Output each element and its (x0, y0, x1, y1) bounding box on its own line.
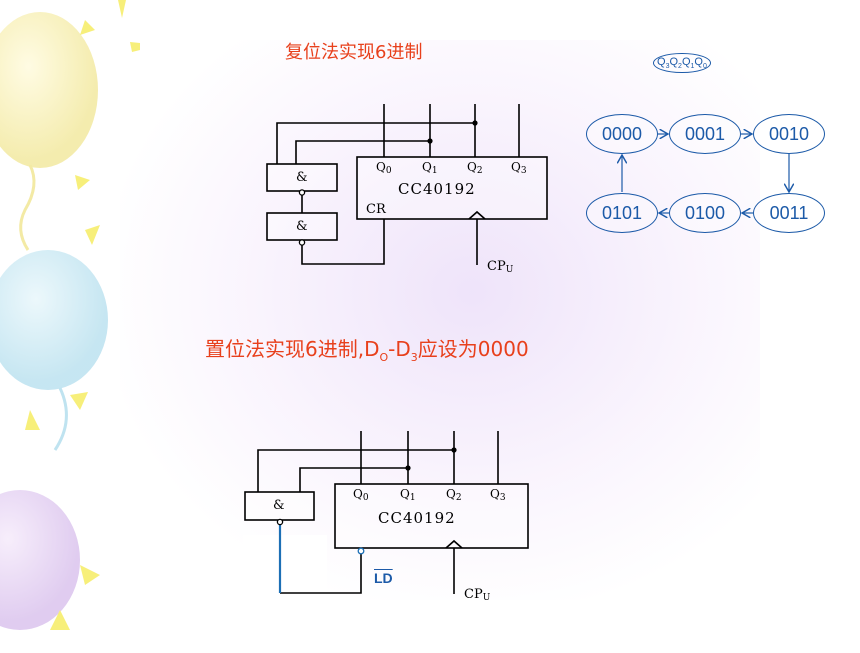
white-patch (243, 535, 327, 595)
chip-label-bottom: CC40192 (378, 509, 456, 527)
preset-method-title: 置位法实现6进制,DO-D3应设为0000 (205, 337, 529, 364)
balloon-yellow (0, 12, 98, 168)
cp-label-bottom: CPU (464, 587, 491, 603)
q3-label-bottom: Q3 (490, 487, 506, 503)
q1-label-top: Q1 (422, 160, 438, 176)
reset-method-title: 复位法实现6进制 (285, 42, 423, 63)
q0-label-bottom: Q0 (353, 487, 369, 503)
balloon-purple (0, 490, 80, 630)
q2-label-bottom: Q2 (446, 487, 462, 503)
gate2-label: & (296, 219, 308, 234)
and-gate-1 (266, 163, 338, 192)
gate-label-bottom: & (273, 498, 285, 513)
chip-label-top: CC40192 (398, 180, 476, 198)
chip-top (356, 156, 548, 220)
q2-label-top: Q2 (467, 160, 483, 176)
state-order-label: Q3Q2Q1Q0 (653, 53, 711, 74)
q3-label-top: Q3 (511, 160, 527, 176)
and-gate-bottom (244, 491, 315, 521)
sun-rays (25, 0, 140, 630)
state-0001: 0001 (669, 114, 741, 154)
gate1-label: & (296, 170, 308, 185)
state-0100: 0100 (669, 193, 741, 233)
q1-label-bottom: Q1 (400, 487, 416, 503)
state-0010: 0010 (753, 114, 825, 154)
cp-label-top: CPU (487, 259, 514, 275)
ld-label: LD (374, 570, 393, 586)
balloon-decoration (0, 0, 140, 630)
state-0000: 0000 (586, 114, 658, 154)
state-0011: 0011 (753, 193, 825, 233)
q0-label-top: Q0 (376, 160, 392, 176)
state-0101: 0101 (586, 193, 658, 233)
cr-label: CR (366, 202, 387, 217)
balloon-cyan (0, 250, 108, 390)
chip-bottom (334, 483, 529, 549)
